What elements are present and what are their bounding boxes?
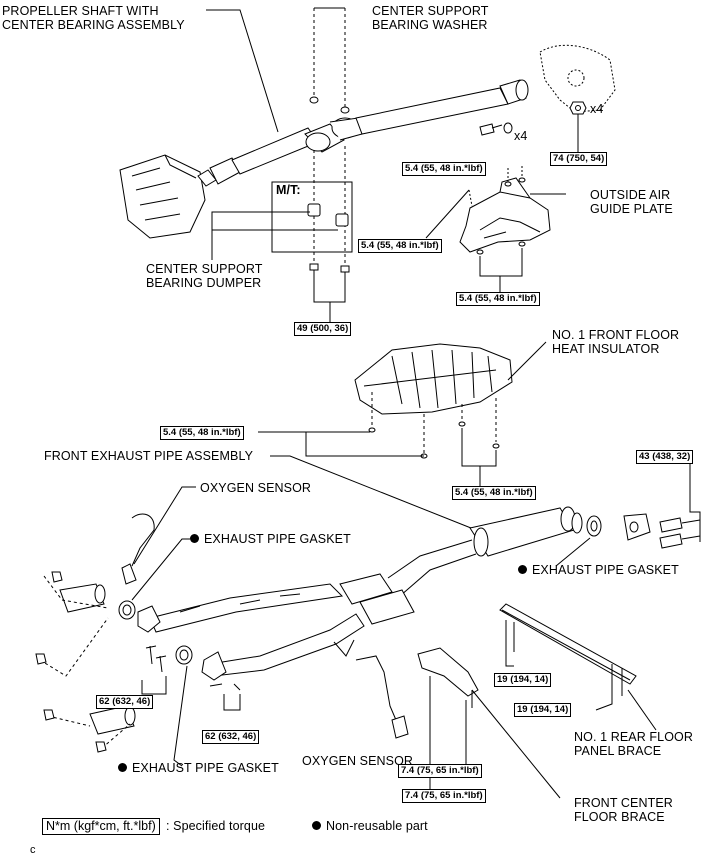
label-mt: M/T: xyxy=(276,183,301,197)
torque-43: 43 (438, 32) xyxy=(636,450,694,464)
transmission-illustration xyxy=(119,154,206,239)
oxygen-sensor-top xyxy=(121,513,155,585)
torque-7-4-upper: 7.4 (75, 65 in.*lbf) xyxy=(398,764,482,778)
torque-49: 49 (500, 36) xyxy=(294,322,352,336)
legend-nonreusable: Non-reusable part xyxy=(312,819,428,833)
label-x4-nuts: x4 xyxy=(590,102,604,116)
dumper-bolts xyxy=(309,263,350,322)
label-oxygen-sensor-top: OXYGEN SENSOR xyxy=(200,481,312,495)
right-flange-parts xyxy=(586,513,701,549)
heat-insulator xyxy=(354,343,513,415)
torque-19-upper: 19 (194, 14) xyxy=(494,673,552,687)
gasket-left-2 xyxy=(175,645,193,665)
exhaust-pipe-assembly xyxy=(149,506,583,677)
flange-nuts xyxy=(569,101,587,115)
nonreusable-dot xyxy=(518,565,527,575)
center-bolts xyxy=(479,122,513,136)
label-exhaust-gasket-2: EXHAUST PIPE GASKET xyxy=(118,761,279,775)
label-x4-bolts: x4 xyxy=(514,129,528,143)
legend-torque-desc: : Specified torque xyxy=(166,819,266,833)
torque-5-4-insulator-left: 5.4 (55, 48 in.*lbf) xyxy=(160,426,244,440)
rear-floor-panel-brace xyxy=(499,603,637,696)
nonreusable-dot xyxy=(118,763,127,773)
label-exhaust-gasket-3: EXHAUST PIPE GASKET xyxy=(518,563,679,577)
corner-mark: c xyxy=(30,844,36,856)
label-exhaust-gasket-1: EXHAUST PIPE GASKET xyxy=(190,532,351,546)
label-oxygen-sensor-bottom: OXYGEN SENSOR xyxy=(302,754,414,768)
gasket-left-1 xyxy=(118,600,136,620)
torque-74: 74 (750, 54) xyxy=(550,152,608,166)
torque-19-lower: 19 (194, 14) xyxy=(514,703,572,717)
torque-5-4-top: 5.4 (55, 48 in.*lbf) xyxy=(402,162,486,176)
torque-5-4-guide-bottom: 5.4 (55, 48 in.*lbf) xyxy=(456,292,540,306)
oxygen-sensor-bottom xyxy=(355,655,409,739)
torque-62-left: 62 (632, 46) xyxy=(96,695,154,709)
label-front-exhaust-pipe-assembly: FRONT EXHAUST PIPE ASSEMBLY xyxy=(44,449,254,463)
nonreusable-dot xyxy=(312,821,321,831)
outside-air-guide-plate xyxy=(459,177,551,253)
torque-7-4-lower: 7.4 (75, 65 in.*lbf) xyxy=(402,789,486,803)
left-engine-outlets xyxy=(35,571,136,753)
torque-5-4-middle: 5.4 (55, 48 in.*lbf) xyxy=(358,239,442,253)
mt-box xyxy=(271,181,353,253)
torque-5-4-insulator-right: 5.4 (55, 48 in.*lbf) xyxy=(452,486,536,500)
nonreusable-dot xyxy=(190,534,199,544)
propeller-shaft-illustration xyxy=(197,79,529,187)
torque-62-right: 62 (632, 46) xyxy=(202,730,260,744)
legend-torque-unit: N*m (kgf*cm, ft.*lbf) xyxy=(42,818,160,835)
front-center-floor-brace xyxy=(417,647,479,716)
